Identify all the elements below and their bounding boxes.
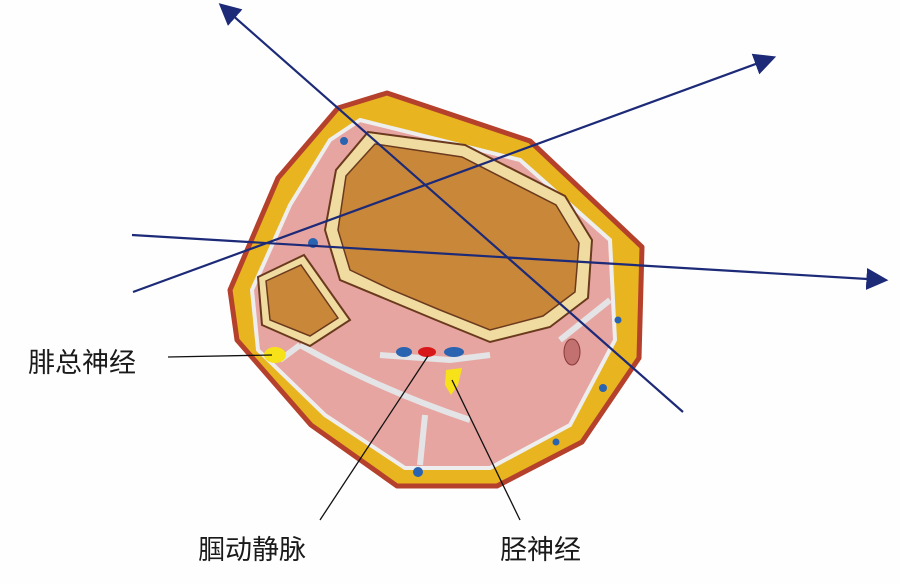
direction-arrow-2 xyxy=(132,53,777,294)
popliteal-artery xyxy=(418,347,436,357)
tibial-nerve-shape xyxy=(445,368,462,395)
tibia-marrow xyxy=(337,143,580,331)
popliteal-vein-right xyxy=(444,347,464,357)
label-common-peroneal-nerve: 腓总神经 xyxy=(28,348,136,379)
common-peroneal-nerve-shape xyxy=(264,347,286,363)
direction-arrow-1 xyxy=(218,3,684,413)
leader-peroneal xyxy=(167,354,273,358)
small-saphenous-structure xyxy=(563,338,581,366)
label-tibial-nerve: 胫神经 xyxy=(500,535,581,566)
fibula-marrow xyxy=(265,264,340,337)
popliteal-vein-left xyxy=(396,347,412,357)
leader-popliteal xyxy=(319,355,429,521)
fascia-septa xyxy=(278,297,612,466)
label-popliteal-vessels: 腘动静脉 xyxy=(198,535,306,566)
leader-tibial xyxy=(451,379,521,521)
direction-arrow-3 xyxy=(131,233,889,290)
